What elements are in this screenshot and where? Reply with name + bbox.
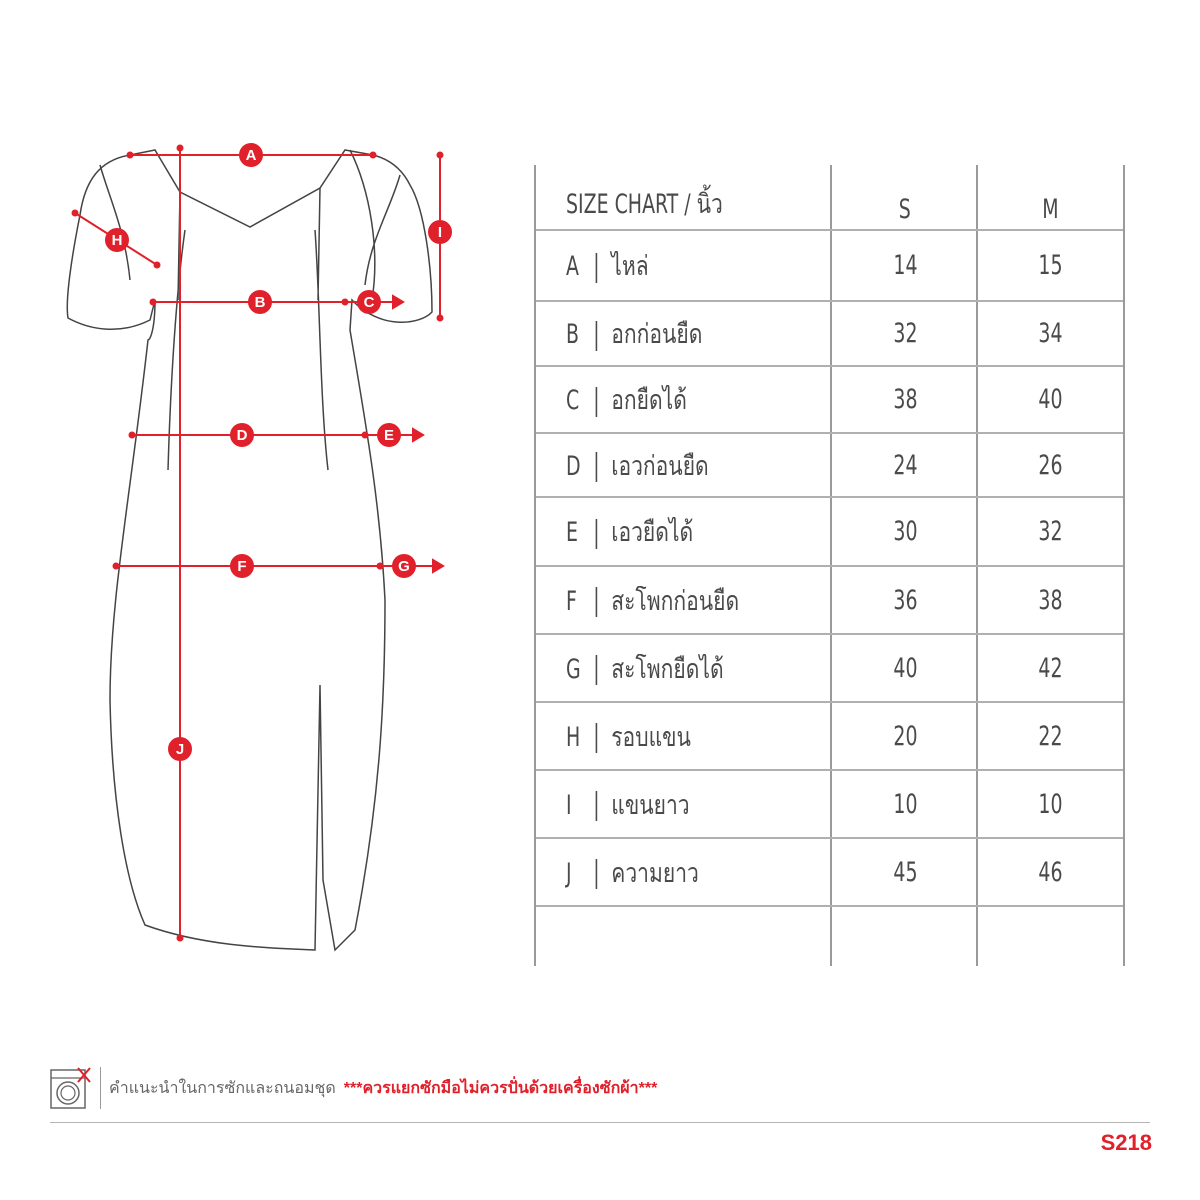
marker-b: B bbox=[248, 290, 272, 314]
size-m-value: 40 bbox=[1038, 384, 1063, 415]
size-m-value: 10 bbox=[1038, 788, 1063, 820]
table-row: D เอวก่อนยืด 24 26 bbox=[536, 434, 1123, 498]
measure-label: ความยาว bbox=[611, 857, 699, 889]
size-s-header: S bbox=[898, 194, 912, 225]
no-machine-wash-icon bbox=[50, 1067, 91, 1109]
size-s-value: 40 bbox=[892, 652, 918, 684]
svg-text:E: E bbox=[384, 427, 394, 444]
marker-d: D bbox=[230, 423, 254, 447]
table-row: E เอวยืดได้ 30 32 bbox=[536, 498, 1123, 567]
care-instructions: คำแนะนำในการซักและถนอมชุด ***ควรแยกซักมื… bbox=[50, 1066, 657, 1110]
separator bbox=[595, 723, 598, 753]
svg-text:F: F bbox=[237, 558, 246, 575]
product-code: S218 bbox=[1100, 1130, 1152, 1155]
size-s-value: 45 bbox=[892, 856, 918, 888]
size-s-value: 32 bbox=[892, 318, 918, 349]
measure-letter: B bbox=[566, 319, 580, 350]
table-header: SIZE CHART / นิ้ว S M bbox=[536, 165, 1123, 231]
svg-text:I: I bbox=[438, 224, 442, 241]
svg-text:B: B bbox=[255, 294, 266, 311]
table-row: J ความยาว 45 46 bbox=[536, 839, 1123, 907]
measure-label: แขนยาว bbox=[611, 789, 690, 821]
size-m-value: 46 bbox=[1038, 856, 1063, 888]
separator bbox=[595, 320, 598, 351]
marker-i: I bbox=[428, 220, 452, 244]
measure-letter: J bbox=[566, 857, 572, 889]
measure-letter: A bbox=[566, 251, 579, 282]
measure-letter: F bbox=[566, 585, 577, 617]
svg-text:H: H bbox=[112, 232, 123, 249]
separator bbox=[595, 791, 598, 821]
marker-h: H bbox=[105, 228, 129, 252]
size-s-value: 30 bbox=[892, 516, 918, 547]
separator bbox=[595, 518, 598, 549]
footer-divider bbox=[50, 1122, 1150, 1123]
table-row: B อกก่อนยืด 32 34 bbox=[536, 302, 1123, 367]
svg-text:D: D bbox=[237, 427, 248, 444]
measure-letter: D bbox=[566, 450, 581, 482]
size-m-value: 42 bbox=[1038, 652, 1063, 684]
table-row: H รอบแขน 20 22 bbox=[536, 703, 1123, 771]
marker-e: E bbox=[377, 423, 401, 447]
size-s-value: 14 bbox=[892, 250, 918, 281]
measure-letter: G bbox=[566, 653, 581, 685]
separator bbox=[595, 252, 598, 283]
measure-label: อกยืดได้ bbox=[611, 385, 687, 416]
dress-diagram: A B C D E F G H I J bbox=[66, 143, 452, 952]
measure-label: อกก่อนยืด bbox=[611, 319, 703, 350]
marker-a: A bbox=[239, 143, 263, 167]
svg-text:A: A bbox=[246, 147, 257, 164]
separator bbox=[595, 452, 598, 482]
measure-label: สะโพกก่อนยืด bbox=[611, 585, 740, 617]
separator bbox=[595, 386, 598, 417]
svg-text:J: J bbox=[176, 741, 184, 758]
measure-label: สะโพกยืดได้ bbox=[611, 653, 724, 685]
table-row: A ไหล่ 14 15 bbox=[536, 231, 1123, 302]
separator bbox=[595, 655, 598, 685]
separator bbox=[595, 859, 598, 889]
table-row: G สะโพกยืดได้ 40 42 bbox=[536, 635, 1123, 703]
dress-outline bbox=[66, 149, 433, 952]
size-m-value: 26 bbox=[1038, 449, 1063, 481]
size-s-value: 38 bbox=[892, 384, 918, 415]
marker-c: C bbox=[357, 290, 381, 314]
measure-letter: C bbox=[566, 385, 580, 416]
marker-f: F bbox=[230, 554, 254, 578]
table-title: SIZE CHART / นิ้ว bbox=[566, 189, 723, 220]
table-row: I แขนยาว 10 10 bbox=[536, 771, 1123, 839]
measure-label: รอบแขน bbox=[611, 721, 691, 753]
size-m-value: 22 bbox=[1038, 720, 1063, 752]
size-s-value: 20 bbox=[892, 720, 918, 752]
care-label: คำแนะนำในการซักและถนอมชุด bbox=[109, 1079, 336, 1097]
measure-label: ไหล่ bbox=[611, 251, 649, 282]
svg-text:G: G bbox=[398, 558, 410, 575]
care-warning: ***ควรแยกซักมือไม่ควรปั่นด้วยเครื่องซักผ… bbox=[343, 1079, 658, 1097]
size-m-value: 15 bbox=[1038, 250, 1063, 281]
size-s-value: 24 bbox=[892, 449, 918, 481]
measure-label: เอวยืดได้ bbox=[611, 517, 694, 548]
measure-letter: E bbox=[566, 517, 578, 548]
size-s-value: 36 bbox=[892, 584, 918, 616]
size-m-value: 38 bbox=[1038, 584, 1063, 616]
size-m-value: 34 bbox=[1038, 318, 1063, 349]
size-m-header: M bbox=[1042, 194, 1059, 225]
measure-letter: I bbox=[566, 789, 572, 821]
svg-text:C: C bbox=[364, 294, 375, 311]
measure-letter: H bbox=[566, 721, 581, 753]
table-row: F สะโพกก่อนยืด 36 38 bbox=[536, 567, 1123, 635]
measure-label: เอวก่อนยืด bbox=[611, 450, 709, 482]
size-m-value: 32 bbox=[1038, 516, 1063, 547]
marker-g: G bbox=[392, 554, 416, 578]
separator bbox=[595, 587, 598, 617]
table-row: C อกยืดได้ 38 40 bbox=[536, 367, 1123, 434]
marker-j: J bbox=[168, 737, 192, 761]
size-s-value: 10 bbox=[892, 788, 918, 820]
